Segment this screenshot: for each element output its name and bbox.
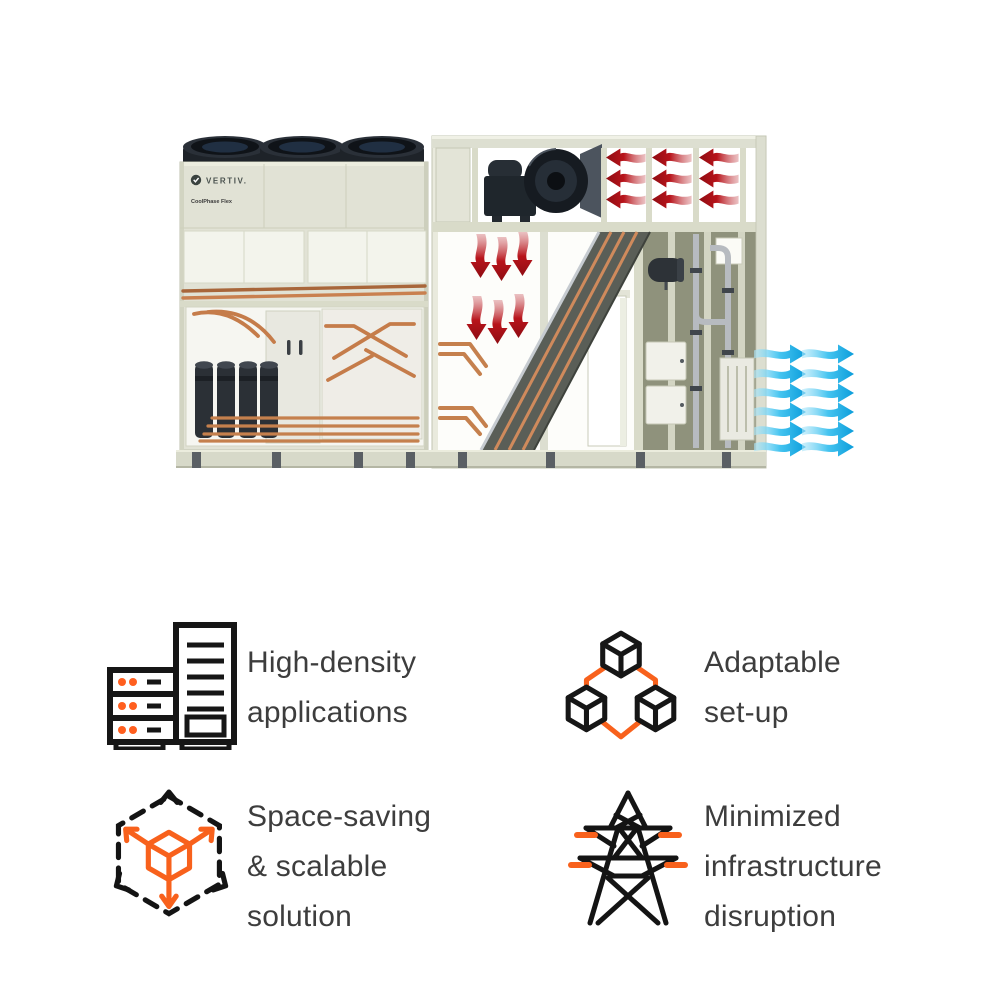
feature-label: Minimized infrastructure disruption — [704, 800, 882, 933]
blower-fan — [484, 144, 602, 222]
slotted-cabinet — [719, 357, 755, 441]
cold-air-arrows — [754, 344, 854, 457]
feature-label: Space-saving & scalable solution — [247, 800, 432, 933]
base-rail-left — [176, 450, 430, 468]
brand-text: VERTIV. — [206, 177, 248, 186]
hot-air-arrows-top — [606, 148, 739, 209]
piping-section — [645, 232, 755, 450]
linked-cubes-icon — [565, 630, 677, 740]
compressor-compartment — [185, 306, 425, 447]
base-rail-right — [430, 450, 766, 468]
louver-panels — [183, 230, 427, 284]
model-text: CoolPhase Flex — [191, 199, 233, 205]
refrigerant-stub-pipes — [438, 342, 488, 436]
evaporator-coil — [479, 231, 651, 451]
left-unit: VERTIV. CoolPhase Flex — [176, 136, 430, 468]
vertiv-logo: VERTIV. CoolPhase Flex — [190, 174, 248, 205]
feature-label: Adaptable set-up — [704, 646, 841, 729]
scalable-cube-icon — [113, 789, 229, 917]
transmission-tower-icon — [568, 790, 688, 926]
control-box — [435, 147, 471, 223]
right-unit — [430, 135, 767, 469]
coolphase-flex-illustration: VERTIV. CoolPhase Flex — [176, 135, 854, 469]
copper-piping — [192, 309, 416, 382]
receiver-tank — [648, 258, 684, 290]
server-rack-icon — [107, 622, 237, 750]
copper-header-pipes — [181, 284, 427, 300]
feature-label: High-density applications — [247, 646, 417, 729]
